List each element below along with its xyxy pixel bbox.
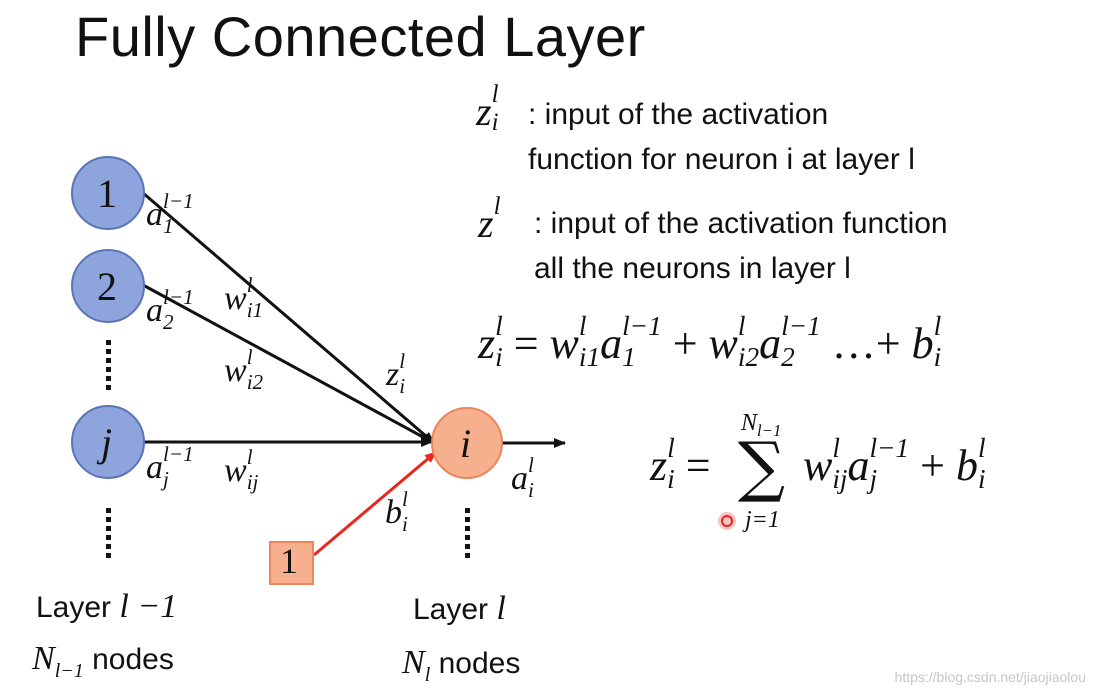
- node-j: [71, 405, 145, 479]
- node-i: [431, 407, 503, 479]
- label-ai: a l i: [511, 453, 534, 502]
- label-a2: a l−1 2: [146, 285, 194, 334]
- node-i-label: i: [460, 421, 472, 466]
- label-bi: b l i: [385, 487, 408, 536]
- label-wi1: w l i1: [224, 273, 264, 322]
- sum-sigma: ∑: [738, 428, 786, 505]
- page-title: Fully Connected Layer: [75, 5, 646, 68]
- def2-line1: : input of the activation function: [534, 207, 948, 240]
- def2-symbol: z l: [478, 193, 501, 246]
- bias-box-label: 1: [280, 541, 298, 581]
- def1-line1: : input of the activation: [528, 98, 829, 131]
- node-j-label: j: [101, 420, 113, 465]
- layer-curr-count: Nl nodes: [402, 644, 521, 686]
- layer-curr-caption: Layer l: [413, 590, 506, 627]
- def2-line2: all the neurons in layer l: [534, 252, 851, 285]
- node-2-label: 2: [97, 264, 117, 309]
- layer-prev-count: Nl−1 nodes: [32, 640, 174, 682]
- label-zi: z l i: [386, 349, 406, 398]
- vertical-dots-prev-upper: [106, 340, 111, 390]
- label-wi2: w l i2: [224, 345, 264, 394]
- node-2: [71, 249, 145, 323]
- bias-box: [269, 541, 314, 585]
- sum-lower-limit: j=1: [745, 507, 780, 533]
- watermark: https://blog.csdn.net/jiaojiaolou: [894, 669, 1086, 685]
- bias-edge: [313, 450, 437, 557]
- label-aj: a l−1 j: [146, 442, 194, 491]
- layer-prev-caption: Layer l −1: [36, 588, 178, 625]
- vertical-dots-prev-lower: [106, 508, 111, 558]
- vertical-dots-curr: [465, 508, 470, 558]
- def1-symbol: z l i: [476, 81, 499, 137]
- edge-2-to-i: [142, 283, 435, 445]
- label-a1: a l−1 1: [146, 189, 194, 238]
- edge-1-to-i: [142, 191, 435, 445]
- pointer-dot: [718, 512, 736, 530]
- label-wij: w l ij: [224, 445, 259, 494]
- def1-line2: function for neuron i at layer l: [528, 143, 915, 176]
- node-1: [71, 156, 145, 230]
- node-1-label: 1: [97, 171, 117, 216]
- sum-upper-limit: Nl−1: [741, 410, 782, 440]
